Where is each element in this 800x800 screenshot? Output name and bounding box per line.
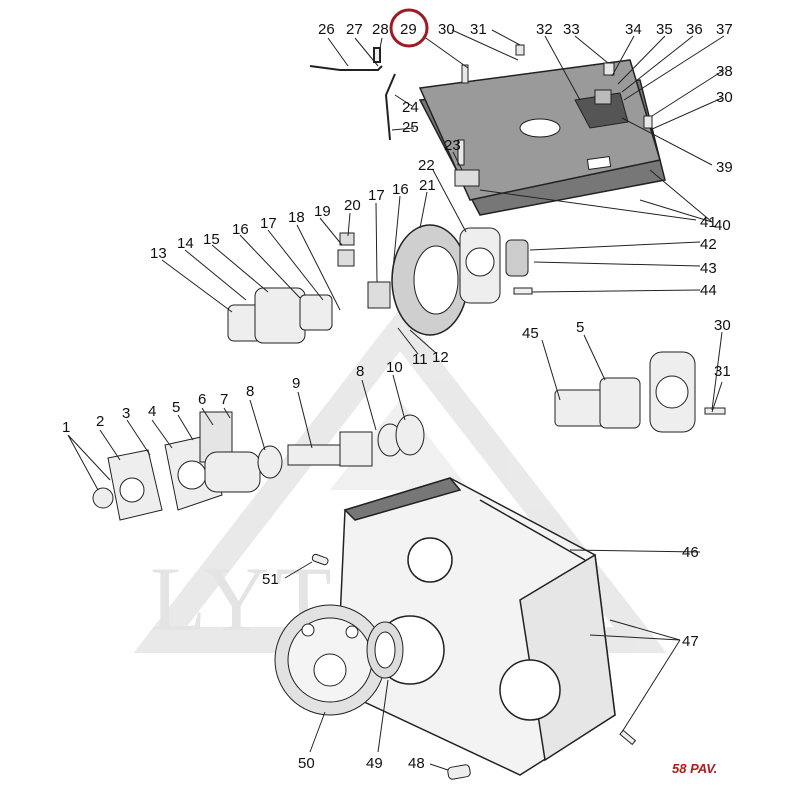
callout-40: 40: [714, 217, 731, 234]
callout-24: 24: [402, 99, 419, 116]
callout-28: 28: [372, 21, 389, 38]
callout-8: 8: [356, 363, 364, 380]
callout-30: 30: [438, 21, 455, 38]
differential-housing-left: [227, 287, 333, 344]
dowel-pins: [311, 553, 637, 780]
callout-29: 29: [400, 21, 417, 38]
callout-44: 44: [700, 282, 717, 299]
callout-27: 27: [346, 21, 363, 38]
callout-10: 10: [386, 359, 403, 376]
bearing-ring: [366, 621, 404, 679]
callout-41: 41: [700, 214, 717, 231]
callout-32: 32: [536, 21, 553, 38]
callout-5: 5: [576, 319, 584, 336]
callout-14: 14: [177, 235, 194, 252]
crown-wheel: [391, 224, 469, 336]
output-gear: [274, 604, 386, 716]
callout-39: 39: [716, 159, 733, 176]
callout-31: 31: [714, 363, 731, 380]
callout-21: 21: [419, 177, 436, 194]
callout-31: 31: [470, 21, 487, 38]
callout-17: 17: [368, 187, 385, 204]
input-shaft-assembly: [92, 411, 425, 521]
callout-4: 4: [148, 403, 156, 420]
callout-9: 9: [292, 375, 300, 392]
callout-5: 5: [172, 399, 180, 416]
callout-16: 16: [392, 181, 409, 198]
callout-48: 48: [408, 755, 425, 772]
callout-37: 37: [716, 21, 733, 38]
callout-8: 8: [246, 383, 254, 400]
callout-25: 25: [402, 119, 419, 136]
callout-35: 35: [656, 21, 673, 38]
callout-18: 18: [288, 209, 305, 226]
callout-2: 2: [96, 413, 104, 430]
figure-label: 58 PAV.: [672, 761, 717, 776]
callout-16: 16: [232, 221, 249, 238]
callout-26: 26: [318, 21, 335, 38]
pinion-gear: [337, 232, 391, 309]
top-cover-plate: [418, 59, 661, 201]
callout-13: 13: [150, 245, 167, 262]
callout-43: 43: [700, 260, 717, 277]
pto-shaft-assembly: [554, 351, 726, 433]
callout-22: 22: [418, 157, 435, 174]
callout-1: 1: [62, 419, 70, 436]
callout-36: 36: [686, 21, 703, 38]
callout-45: 45: [522, 325, 539, 342]
shift-rod: [309, 47, 396, 141]
callout-30: 30: [714, 317, 731, 334]
callout-19: 19: [314, 203, 331, 220]
leader-lines: [67, 29, 725, 771]
callout-46: 46: [682, 544, 699, 561]
callout-38: 38: [716, 63, 733, 80]
callout-42: 42: [700, 236, 717, 253]
callout-3: 3: [122, 405, 130, 422]
callout-20: 20: [344, 197, 361, 214]
highlight-circle: [389, 8, 429, 48]
callout-49: 49: [366, 755, 383, 772]
cover-bolts: [457, 44, 653, 166]
callout-11: 11: [412, 351, 428, 368]
callout-12: 12: [432, 349, 449, 366]
callout-17: 17: [260, 215, 277, 232]
main-gearbox-housing: [339, 477, 616, 776]
callout-7: 7: [220, 391, 228, 408]
callout-30: 30: [716, 89, 733, 106]
callout-50: 50: [298, 755, 315, 772]
callout-47: 47: [682, 633, 699, 650]
callout-23: 23: [444, 137, 461, 154]
callout-34: 34: [625, 21, 642, 38]
callout-6: 6: [198, 391, 206, 408]
differential-housing-right: [454, 169, 533, 304]
callout-15: 15: [203, 231, 220, 248]
callout-51: 51: [262, 571, 279, 588]
callout-33: 33: [563, 21, 580, 38]
